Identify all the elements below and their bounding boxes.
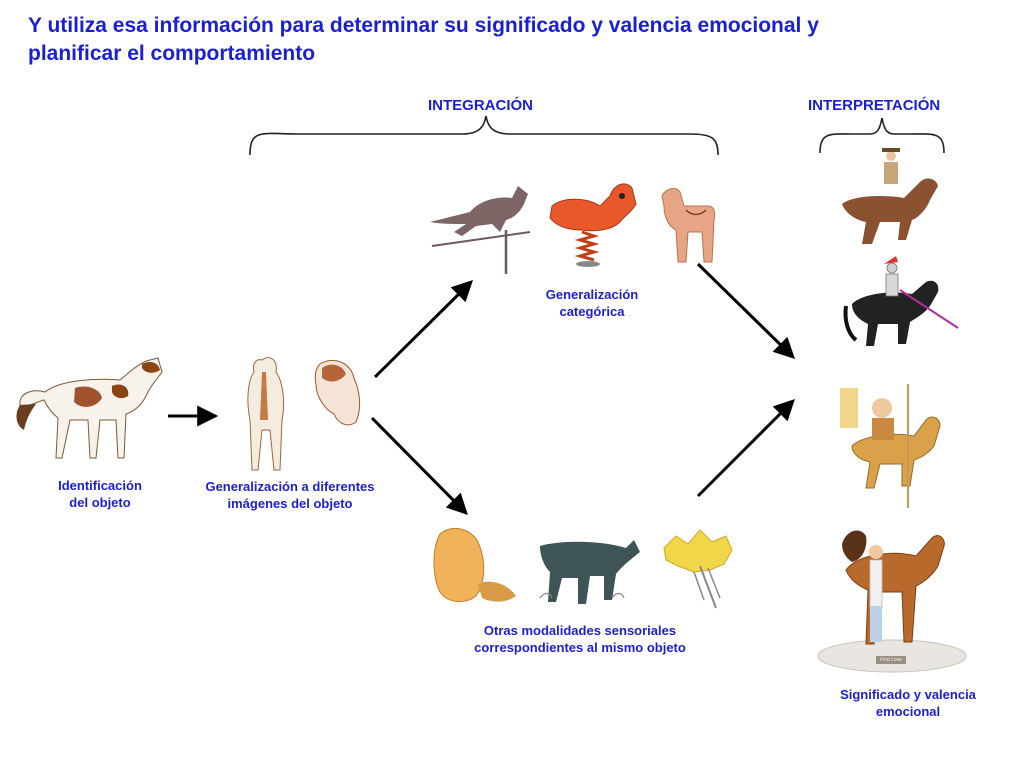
caption-generalization-images-line-1: Generalización a diferentes: [205, 479, 375, 494]
caption-meaning: Significado y valencia emocional: [826, 686, 990, 720]
knight-horse-icon: [843, 256, 959, 346]
caption-sensory-line-1: Otras modalidades sensoriales: [483, 623, 677, 638]
caption-identification: Identificación del objeto: [36, 477, 164, 511]
caption-sensory: Otras modalidades sensoriales correspond…: [450, 622, 710, 656]
slide-title: Y utiliza esa información para determina…: [28, 12, 988, 68]
cowboy-rider-icon: [842, 148, 938, 244]
arrow-to-categorical: [373, 280, 473, 379]
caption-categorical-line-2: categórica: [559, 304, 625, 319]
arrow-sensory-to-meaning: [696, 399, 795, 498]
girl-horse-figurine-icon: [817, 530, 967, 673]
horse-head-icon: [314, 360, 361, 426]
integration-header: INTEGRACIÓN: [428, 97, 533, 114]
caption-meaning-line-1: Significado y valencia: [840, 687, 976, 702]
dala-horse-icon: [661, 188, 716, 263]
galloping-hooves-icon: [539, 540, 640, 604]
caption-categorical-line-1: Generalización: [545, 287, 639, 302]
caption-categorical: Generalización categórica: [522, 286, 662, 320]
caption-identification-line-1: Identificación: [58, 478, 142, 493]
interpretation-header: INTERPRETACIÓN: [808, 97, 941, 114]
horse-rear-view-icon: [247, 357, 285, 471]
weathervane-horse-icon: [430, 186, 531, 274]
title-line-2: planificar el comportamiento: [28, 42, 316, 65]
title-line-1: Y utiliza esa información para determina…: [28, 14, 819, 37]
figurine-plaque: First Love: [880, 657, 902, 663]
hand-touching-horse-icon: [433, 527, 516, 602]
integration-brace: [249, 115, 719, 156]
caption-generalization-images-line-2: imágenes del objeto: [227, 496, 353, 511]
paint-horse-icon: [16, 357, 163, 459]
caption-sensory-line-2: correspondientes al mismo objeto: [474, 640, 686, 655]
hay-pitchfork-icon: [663, 529, 733, 609]
caption-generalization-images: Generalización a diferentes imágenes del…: [190, 478, 390, 512]
caption-identification-line-2: del objeto: [69, 495, 131, 510]
caption-meaning-line-2: emocional: [875, 704, 941, 719]
carousel-boy-icon: [840, 384, 941, 508]
interpretation-brace: [819, 117, 945, 154]
arrow-to-sensory: [370, 416, 468, 515]
spring-rocking-horse-icon: [549, 183, 637, 267]
arrow-categorical-to-meaning: [696, 262, 796, 359]
